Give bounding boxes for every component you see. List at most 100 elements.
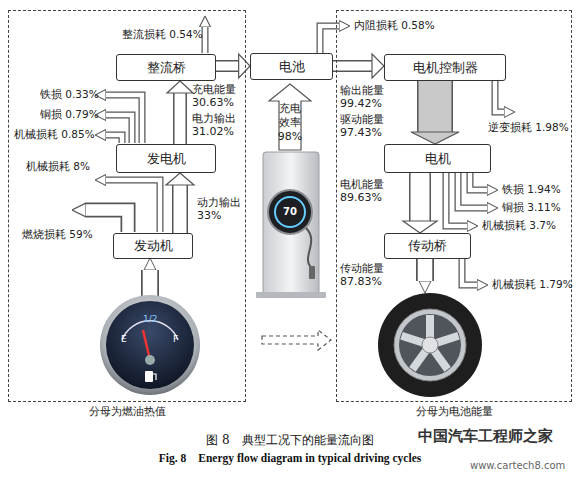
arrow-outline xyxy=(269,84,311,150)
loss-arrow xyxy=(106,115,132,143)
energy-label: 电力输出 31.02% xyxy=(192,112,242,138)
loss-label: 铜损 0.79% xyxy=(40,108,99,121)
hub xyxy=(422,337,438,353)
loss-arrows xyxy=(86,26,504,296)
node-label: 发电机 xyxy=(147,150,186,168)
charger-head xyxy=(268,190,312,234)
loss-label: 铁损 1.94% xyxy=(502,183,561,196)
process-box: 电机控制器 xyxy=(384,54,506,81)
arrow-head xyxy=(372,54,384,78)
arrow-head xyxy=(403,221,437,233)
fuel-icon xyxy=(145,371,153,382)
loss-arrow xyxy=(106,115,132,143)
process-box: 电池 xyxy=(250,53,333,80)
loss-label: 逆变损耗 1.98% xyxy=(488,121,569,134)
process-box: 传动桥 xyxy=(384,233,471,259)
flow-arrow xyxy=(333,54,384,78)
arrow-head xyxy=(166,173,194,185)
energy-label: 传动能量 87.83% xyxy=(340,262,390,288)
node-label: 电池 xyxy=(279,58,305,76)
node-label: 发动机 xyxy=(134,237,173,255)
watermark: 中国汽车工程师之家 xyxy=(418,427,553,446)
arrow-shaft xyxy=(333,62,372,71)
fuel-gauge xyxy=(100,295,200,395)
energy-label: 电机能量 89.63% xyxy=(340,178,390,204)
loss-arrow xyxy=(106,95,142,143)
loss-label: 机械损耗 0.85% xyxy=(14,128,95,141)
gauge-mark: F xyxy=(173,334,178,344)
drive-arrow xyxy=(418,258,433,281)
arrow-shaft xyxy=(419,81,452,132)
energy-label: 动力输出 33% xyxy=(197,196,247,222)
flow-arrow xyxy=(167,81,193,144)
fuel-icon xyxy=(153,374,156,380)
flow-arrow xyxy=(216,54,250,78)
process-box: 电机 xyxy=(384,144,491,173)
loss-label: 内阻损耗 0.58% xyxy=(354,19,435,32)
loss-arrow xyxy=(495,80,504,112)
dashed-arrow xyxy=(262,330,331,350)
arrow-shaft xyxy=(411,173,430,221)
loss-arrow xyxy=(470,172,487,190)
fuel-arrow xyxy=(143,270,158,296)
loss-label: 机械损耗 8% xyxy=(26,160,90,173)
loss-label: 燃烧损耗 59% xyxy=(22,228,93,241)
arrow-head xyxy=(167,81,193,93)
arrow-shaft xyxy=(333,60,372,72)
loss-label: 铁损 0.33% xyxy=(40,88,99,101)
process-box: 整流桥 xyxy=(116,54,216,81)
loss-arrow xyxy=(470,172,487,190)
rim-inner xyxy=(399,314,461,376)
charger-ring xyxy=(275,197,305,227)
drive-arrow xyxy=(416,258,434,281)
tire xyxy=(378,293,482,397)
process-box: 发电机 xyxy=(116,144,216,173)
loss-arrow xyxy=(462,258,477,285)
energy-label: 驱动能量 97.43% xyxy=(340,113,390,139)
arrow-head xyxy=(411,132,459,144)
arrow-shaft xyxy=(173,93,187,144)
arrow-shaft xyxy=(175,93,186,144)
energy-label: 输出能量 99.42% xyxy=(340,84,390,110)
arrow-shaft xyxy=(216,60,239,72)
flow-arrow xyxy=(411,81,459,144)
rim xyxy=(394,309,466,381)
arrow-shaft xyxy=(216,62,239,71)
arrow-shape: 充电效率 98% xyxy=(268,83,312,151)
charger-display: 70 xyxy=(280,206,300,218)
loss-arrow xyxy=(203,27,208,53)
charging-station xyxy=(256,152,326,298)
loss-arrow xyxy=(106,135,122,143)
figure-caption: 图 8 典型工况下的能量流向图 xyxy=(0,432,580,449)
loss-label: 整流损耗 0.54% xyxy=(122,28,203,41)
energy-label: 充电能量 30.63% xyxy=(192,83,242,109)
process-box: 发动机 xyxy=(113,233,193,259)
arrow-shaft xyxy=(409,173,431,221)
fuel-arrow xyxy=(141,270,159,296)
charger-cable xyxy=(306,228,312,268)
loss-arrow xyxy=(106,135,122,143)
loss-label: 机械损耗 3.7% xyxy=(482,219,556,232)
loss-arrow xyxy=(458,172,487,208)
flow-arrow xyxy=(403,173,437,233)
node-label: 充电效率 98% xyxy=(277,83,303,144)
arrow-head xyxy=(239,54,250,78)
loss-label: 铜损 3.11% xyxy=(502,201,561,214)
gauge-hub xyxy=(145,355,155,365)
watermark: www.cartech8.com xyxy=(470,460,565,471)
loss-arrow xyxy=(462,258,477,285)
loss-arrow xyxy=(106,95,142,143)
loss-arrow xyxy=(446,172,467,226)
loss-label: 机械损耗 1.79% xyxy=(492,278,573,291)
gauge-mark: E xyxy=(121,334,127,344)
node-label: 传动桥 xyxy=(408,237,447,255)
node-label: 电机 xyxy=(425,150,451,168)
loss-arrow xyxy=(458,172,487,208)
loss-arrow xyxy=(495,80,504,112)
gauge-rim xyxy=(100,295,200,395)
arrow-shaft xyxy=(174,185,187,233)
arrow-shaft xyxy=(172,185,188,233)
arrow-shaft xyxy=(417,81,453,132)
